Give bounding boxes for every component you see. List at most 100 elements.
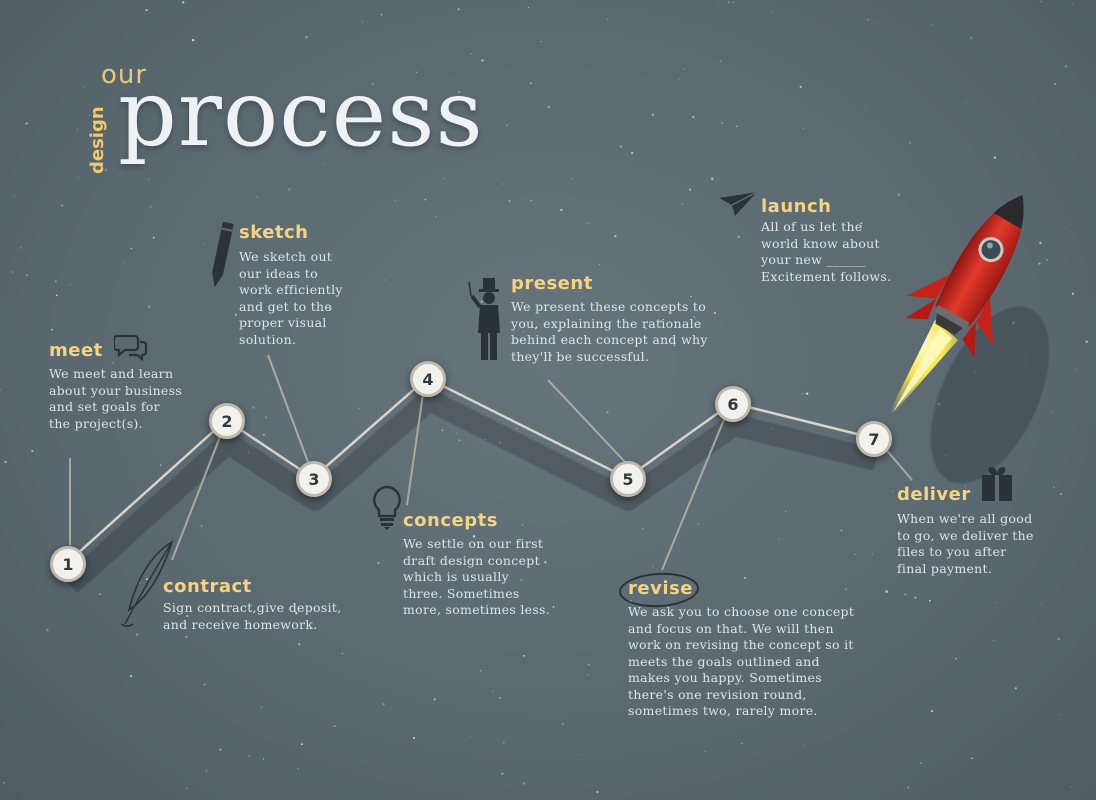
star bbox=[333, 725, 336, 728]
step-desc-present: We present these concepts to you, explai… bbox=[511, 299, 708, 364]
star bbox=[678, 113, 680, 115]
star bbox=[930, 24, 932, 26]
star bbox=[1067, 141, 1069, 143]
star bbox=[1051, 411, 1053, 413]
star bbox=[1060, 714, 1062, 716]
star bbox=[578, 754, 580, 755]
star bbox=[380, 13, 383, 16]
star bbox=[992, 640, 994, 642]
star bbox=[480, 669, 482, 672]
star bbox=[145, 578, 148, 581]
star bbox=[205, 770, 208, 772]
star bbox=[728, 1, 730, 4]
star bbox=[865, 108, 867, 110]
star bbox=[377, 503, 379, 505]
star bbox=[914, 596, 917, 599]
star bbox=[741, 742, 743, 745]
star bbox=[771, 662, 775, 665]
star bbox=[1064, 65, 1067, 68]
step-title-sketch: sketch bbox=[239, 222, 309, 243]
star bbox=[443, 177, 445, 180]
star bbox=[481, 59, 484, 62]
star bbox=[614, 235, 617, 238]
star bbox=[928, 599, 931, 602]
star bbox=[1074, 369, 1076, 371]
star bbox=[322, 798, 324, 800]
leader-line-concepts bbox=[406, 379, 426, 506]
step-desc-contract: Sign contract,give deposit, and receive … bbox=[163, 600, 342, 632]
step-desc-sketch: We sketch out our ideas to work efficien… bbox=[239, 249, 343, 347]
star bbox=[1072, 3, 1074, 5]
star bbox=[641, 352, 643, 354]
star bbox=[412, 736, 416, 739]
star bbox=[765, 610, 768, 613]
star bbox=[271, 385, 273, 387]
step-title-concepts: concepts bbox=[403, 510, 498, 531]
star bbox=[681, 202, 683, 205]
star bbox=[371, 82, 374, 85]
star bbox=[802, 127, 804, 129]
leader-line-contract bbox=[171, 423, 226, 561]
star bbox=[329, 307, 332, 311]
star bbox=[629, 600, 632, 603]
speech-bubbles-icon bbox=[114, 334, 148, 362]
star bbox=[301, 281, 304, 283]
star bbox=[904, 593, 907, 596]
star bbox=[203, 242, 205, 244]
star bbox=[716, 5, 718, 7]
step-node-5: 5 bbox=[610, 461, 646, 497]
star bbox=[424, 199, 427, 201]
star bbox=[358, 407, 360, 409]
star bbox=[606, 411, 609, 414]
star bbox=[704, 750, 706, 752]
star bbox=[361, 21, 363, 23]
star bbox=[116, 396, 119, 398]
star bbox=[879, 329, 881, 331]
step-node-1: 1 bbox=[50, 546, 86, 582]
star bbox=[458, 91, 461, 93]
star bbox=[219, 748, 222, 751]
star bbox=[522, 654, 525, 657]
star bbox=[544, 561, 547, 564]
star bbox=[964, 485, 967, 487]
star bbox=[805, 392, 809, 395]
star bbox=[860, 222, 863, 225]
star bbox=[871, 553, 873, 555]
step-node-7: 7 bbox=[856, 421, 892, 457]
star bbox=[737, 235, 740, 238]
star bbox=[341, 652, 344, 655]
star bbox=[129, 151, 131, 153]
star bbox=[88, 114, 91, 116]
star bbox=[11, 271, 14, 274]
star bbox=[492, 690, 494, 692]
title-process: process bbox=[118, 60, 484, 167]
star bbox=[441, 429, 444, 432]
star bbox=[885, 590, 888, 593]
star bbox=[678, 79, 680, 81]
star bbox=[587, 222, 590, 224]
star bbox=[1057, 637, 1060, 641]
star bbox=[415, 71, 418, 74]
star bbox=[607, 18, 609, 20]
star bbox=[185, 787, 188, 790]
star bbox=[394, 199, 396, 202]
star bbox=[20, 246, 23, 249]
step-title-meet: meet bbox=[49, 340, 103, 361]
star bbox=[955, 658, 957, 660]
star bbox=[184, 29, 186, 31]
star bbox=[470, 735, 472, 738]
star bbox=[499, 696, 502, 699]
star bbox=[778, 538, 780, 540]
leader-line-sketch bbox=[267, 354, 309, 463]
star bbox=[129, 674, 133, 678]
star bbox=[1038, 262, 1041, 265]
star bbox=[513, 351, 516, 354]
star bbox=[298, 643, 301, 646]
star bbox=[480, 300, 483, 303]
star bbox=[907, 786, 910, 789]
star bbox=[720, 698, 722, 700]
star bbox=[547, 105, 550, 109]
star bbox=[456, 432, 458, 435]
star bbox=[557, 329, 560, 333]
